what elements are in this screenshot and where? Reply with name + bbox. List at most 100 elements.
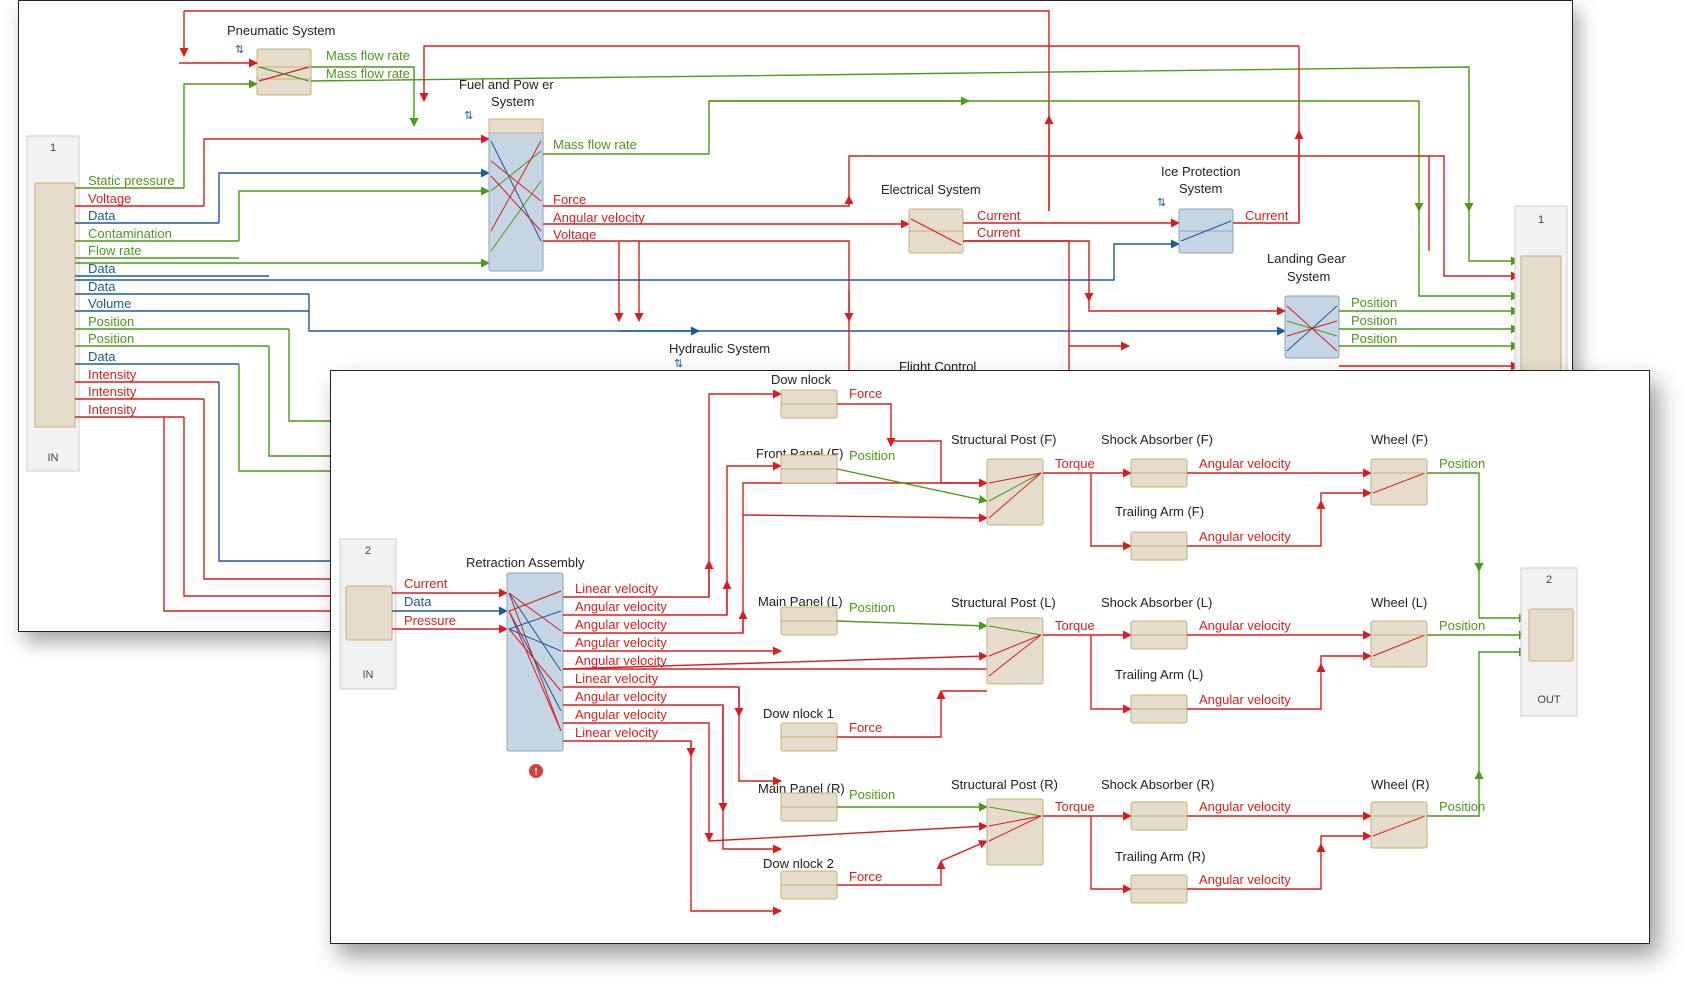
block-title: Main Panel (L) bbox=[758, 594, 843, 609]
signal-label: Intensity bbox=[88, 384, 137, 399]
block-title: Dow nlock 1 bbox=[763, 706, 834, 721]
signal-label: Position bbox=[849, 600, 895, 615]
signal-label: Data bbox=[88, 349, 116, 364]
signal-label: Position bbox=[88, 314, 134, 329]
block-title: Shock Absorber (F) bbox=[1101, 432, 1213, 447]
electrical-system-block[interactable]: Electrical System bbox=[881, 182, 981, 254]
signal-label: Torque bbox=[1055, 618, 1095, 633]
out-block-number: 1 bbox=[1538, 214, 1544, 226]
wheel-l-block[interactable]: Wheel (L) bbox=[1370, 595, 1428, 668]
in-block-2[interactable]: 2 IN bbox=[339, 538, 397, 690]
block-title: System bbox=[1287, 269, 1330, 284]
signal-label: Data bbox=[88, 261, 116, 276]
error-icon-mark: ! bbox=[534, 767, 537, 778]
in-block-label: IN bbox=[363, 669, 374, 681]
signal-label: Contamination bbox=[88, 226, 172, 241]
signal-label: Data bbox=[88, 208, 116, 223]
shock-absorber-r-block[interactable]: Shock Absorber (R) bbox=[1101, 777, 1214, 831]
signal-label: Intensity bbox=[88, 402, 137, 417]
block-title: Hydraulic System bbox=[669, 341, 770, 356]
pneumatic-system-block[interactable]: Pneumatic System ⇅ bbox=[227, 23, 335, 96]
block-title: Structural Post (F) bbox=[951, 432, 1056, 447]
shock-absorber-l-block[interactable]: Shock Absorber (L) bbox=[1101, 595, 1212, 650]
signal-label: Pressure bbox=[404, 613, 456, 628]
signal-label: Linear velocity bbox=[575, 725, 659, 740]
link-icon: ⇅ bbox=[674, 358, 683, 370]
block-title: Dow nlock bbox=[771, 372, 831, 387]
fuel-power-system-block[interactable]: Fuel and Pow er System ⇅ bbox=[459, 77, 554, 272]
signal-label: Force bbox=[849, 869, 882, 884]
signal-label: Torque bbox=[1055, 799, 1095, 814]
signal-label: Position bbox=[1351, 295, 1397, 310]
signal-label: Voltage bbox=[553, 227, 596, 242]
signal-label: Angular velocity bbox=[575, 653, 667, 668]
signal-label: Angular velocity bbox=[575, 599, 667, 614]
signal-label: Angular velocity bbox=[553, 210, 645, 225]
downlock-1-block[interactable]: Dow nlock 1 bbox=[763, 706, 838, 752]
signal-label: Position bbox=[1439, 456, 1485, 471]
block-title: Wheel (R) bbox=[1371, 777, 1430, 792]
signal-label: Mass flow rate bbox=[326, 66, 410, 81]
link-icon: ⇅ bbox=[464, 110, 473, 122]
signal-label: Mass flow rate bbox=[553, 137, 637, 152]
structural-post-r-block[interactable]: Structural Post (R) bbox=[951, 777, 1058, 866]
block-title: Electrical System bbox=[881, 182, 981, 197]
out-block-2[interactable]: 2 OUT bbox=[1520, 567, 1578, 717]
signal-label: Torque bbox=[1055, 456, 1095, 471]
downlock-2-block[interactable]: Dow nlock 2 bbox=[763, 856, 838, 900]
trailing-arm-l-block[interactable]: Trailing Arm (L) bbox=[1115, 667, 1203, 724]
ice-protection-system-block[interactable]: Ice Protection System ⇅ bbox=[1157, 164, 1241, 254]
structural-post-f-block[interactable]: Structural Post (F) bbox=[951, 432, 1056, 526]
main-panel-r-block[interactable]: Main Panel (R) bbox=[758, 781, 845, 822]
signal-label: Linear velocity bbox=[575, 581, 659, 596]
signal-label: Position bbox=[849, 787, 895, 802]
block-title: Pneumatic System bbox=[227, 23, 335, 38]
main-panel-l-block[interactable]: Main Panel (L) bbox=[758, 594, 843, 636]
signal-label: Angular velocity bbox=[1199, 529, 1291, 544]
downlock-block[interactable]: Dow nlock bbox=[771, 372, 838, 419]
signal-label: Static pressure bbox=[88, 173, 175, 188]
signal-label: Current bbox=[977, 225, 1021, 240]
trailing-arm-f-block[interactable]: Trailing Arm (F) bbox=[1115, 504, 1204, 561]
hydraulic-system-block[interactable]: Hydraulic System ⇅ bbox=[669, 341, 770, 370]
signal-label: Angular velocity bbox=[1199, 692, 1291, 707]
shock-absorber-f-block[interactable]: Shock Absorber (F) bbox=[1101, 432, 1213, 488]
signal-label: Intensity bbox=[88, 367, 137, 382]
signal-label: Voltage bbox=[88, 191, 131, 206]
front-panel-f-block[interactable]: Front Panel (F) bbox=[756, 446, 843, 484]
signal-label: Angular velocity bbox=[1199, 456, 1291, 471]
block-title: Trailing Arm (F) bbox=[1115, 504, 1204, 519]
error-icon[interactable] bbox=[529, 764, 543, 778]
signal-label: Position bbox=[88, 331, 134, 346]
trailing-arm-r-block[interactable]: Trailing Arm (R) bbox=[1115, 849, 1206, 904]
block-title: Wheel (F) bbox=[1371, 432, 1428, 447]
wheel-f-block[interactable]: Wheel (F) bbox=[1370, 432, 1428, 506]
signal-label: Force bbox=[849, 386, 882, 401]
block-title: Retraction Assembly bbox=[466, 555, 585, 570]
signal-label: Data bbox=[404, 594, 432, 609]
signal-label: Current bbox=[977, 208, 1021, 223]
landing-gear-system-block[interactable]: Landing Gear System bbox=[1267, 251, 1346, 359]
block-title: Landing Gear bbox=[1267, 251, 1346, 266]
block-title: Main Panel (R) bbox=[758, 781, 845, 796]
block-title: Trailing Arm (R) bbox=[1115, 849, 1206, 864]
signal-label: Position bbox=[1439, 618, 1485, 633]
structural-post-l-block[interactable]: Structural Post (L) bbox=[951, 595, 1056, 685]
signal-label: Volume bbox=[88, 296, 131, 311]
wheel-r-block[interactable]: Wheel (R) bbox=[1370, 777, 1430, 849]
in-block-1[interactable]: 1 IN bbox=[26, 135, 80, 472]
link-icon: ⇅ bbox=[235, 44, 244, 56]
signal-label: Mass flow rate bbox=[326, 48, 410, 63]
in-block-label: IN bbox=[48, 452, 59, 464]
signal-label: Angular velocity bbox=[1199, 799, 1291, 814]
link-icon: ⇅ bbox=[1157, 197, 1166, 209]
signal-label: Force bbox=[849, 720, 882, 735]
signal-label: Position bbox=[1351, 331, 1397, 346]
signal-label: Angular velocity bbox=[1199, 618, 1291, 633]
retraction-assembly-block[interactable]: Retraction Assembly ! bbox=[466, 555, 585, 778]
block-title: Structural Post (L) bbox=[951, 595, 1056, 610]
block-title: Shock Absorber (R) bbox=[1101, 777, 1214, 792]
in-block-number: 1 bbox=[50, 142, 56, 154]
signal-label: Position bbox=[849, 448, 895, 463]
signal-label: Data bbox=[88, 279, 116, 294]
